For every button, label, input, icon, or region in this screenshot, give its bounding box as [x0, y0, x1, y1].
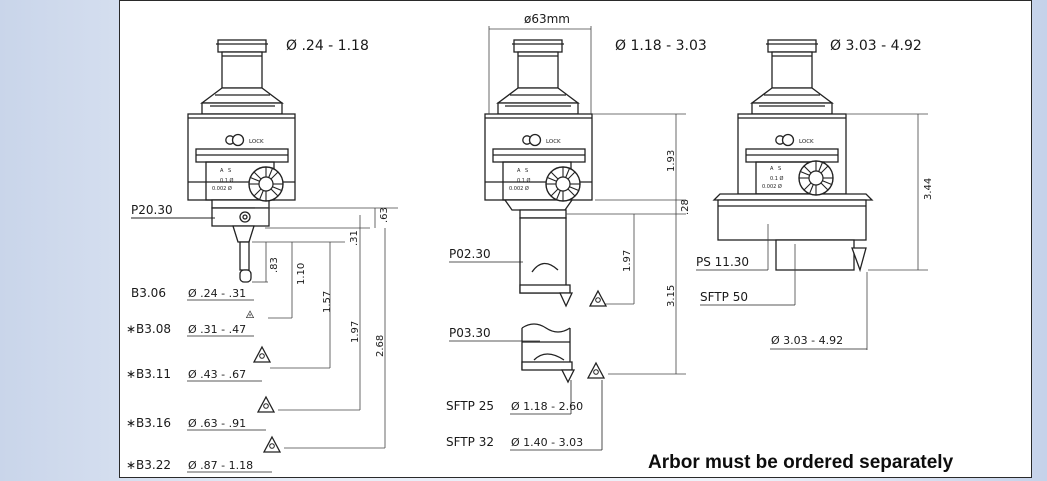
svg-text:Ø 1.40 - 3.03: Ø 1.40 - 3.03 — [511, 436, 583, 449]
svg-text:A: A — [220, 168, 224, 174]
svg-text:Ø .87 - 1.18: Ø .87 - 1.18 — [188, 459, 253, 472]
middle-holder-bottom: P03.30 — [449, 326, 491, 340]
svg-text:0.1 Ø: 0.1 Ø — [770, 175, 784, 182]
svg-text:0.002 Ø: 0.002 Ø — [762, 183, 782, 190]
right-diameter: Ø 3.03 - 4.92 — [771, 334, 843, 347]
lock-label-middle: LOCK — [546, 139, 561, 145]
right-holder-code: PS 11.30 — [696, 255, 749, 269]
svg-text:0.002 Ø: 0.002 Ø — [212, 185, 232, 192]
svg-text:.83: .83 — [269, 257, 280, 273]
svg-text:1.57: 1.57 — [322, 291, 333, 313]
svg-text:∗B3.11: ∗B3.11 — [126, 367, 171, 381]
svg-text:1.10: 1.10 — [296, 263, 307, 285]
svg-text:∗B3.16: ∗B3.16 — [126, 416, 171, 430]
svg-text:∗B3.22: ∗B3.22 — [126, 458, 171, 472]
svg-text:1.93: 1.93 — [666, 150, 677, 172]
middle-range-label: Ø 1.18 - 3.03 — [615, 38, 707, 54]
left-holder-code: P20.30 — [131, 203, 173, 217]
svg-text:S: S — [778, 166, 781, 172]
svg-text:2.68: 2.68 — [375, 335, 386, 357]
svg-text:SFTP 32: SFTP 32 — [446, 435, 494, 449]
lock-label-left: LOCK — [249, 139, 264, 145]
svg-text:.31: .31 — [349, 230, 360, 246]
svg-text:3.15: 3.15 — [666, 285, 677, 307]
svg-text:Ø .63 - .91: Ø .63 - .91 — [188, 417, 246, 430]
sftp-list: SFTP 25 Ø 1.18 - 2.60 SFTP 32 Ø 1.40 - 3… — [446, 380, 603, 451]
svg-text:Ø .24 - .31: Ø .24 - .31 — [188, 287, 246, 300]
svg-text:A: A — [517, 168, 521, 174]
svg-text:S: S — [525, 168, 528, 174]
right-boring-head — [712, 39, 874, 273]
lock-label-right: LOCK — [799, 139, 814, 145]
order-note: Arbor must be ordered separately — [648, 452, 954, 473]
middle-width-label: ø63mm — [524, 12, 570, 26]
svg-text:1.97: 1.97 — [622, 250, 633, 272]
svg-text:A: A — [770, 166, 774, 172]
svg-text:0.1 Ø: 0.1 Ø — [220, 177, 234, 184]
svg-text:Ø .31 - .47: Ø .31 - .47 — [188, 323, 246, 336]
svg-text:1.97: 1.97 — [350, 321, 361, 343]
drawing-sheet — [119, 0, 1032, 478]
svg-text:.63: .63 — [379, 207, 390, 223]
middle-holder-top: P02.30 — [449, 247, 491, 261]
svg-text:SFTP 25: SFTP 25 — [446, 399, 494, 413]
svg-text:Ø .43 - .67: Ø .43 - .67 — [188, 368, 246, 381]
left-boring-head — [187, 39, 296, 283]
svg-text:0.1 Ø: 0.1 Ø — [517, 177, 531, 184]
svg-text:3.44: 3.44 — [923, 178, 934, 200]
svg-text:∗B3.08: ∗B3.08 — [126, 322, 171, 336]
middle-lower-cartridge — [521, 323, 576, 384]
left-range-label: Ø .24 - 1.18 — [286, 38, 369, 54]
svg-text:.28: .28 — [680, 199, 691, 215]
svg-text:Ø 1.18 - 2.60: Ø 1.18 - 2.60 — [511, 400, 583, 413]
svg-text:S: S — [228, 168, 231, 174]
svg-text:B3.06: B3.06 — [131, 286, 166, 300]
right-insert-code: SFTP 50 — [700, 290, 748, 304]
right-range-label: Ø 3.03 - 4.92 — [830, 38, 922, 54]
bar-list: B3.06 Ø .24 - .31 ∗B3.08 Ø .31 - .47 ∗B3… — [126, 286, 272, 473]
svg-text:0.002 Ø: 0.002 Ø — [509, 185, 529, 192]
